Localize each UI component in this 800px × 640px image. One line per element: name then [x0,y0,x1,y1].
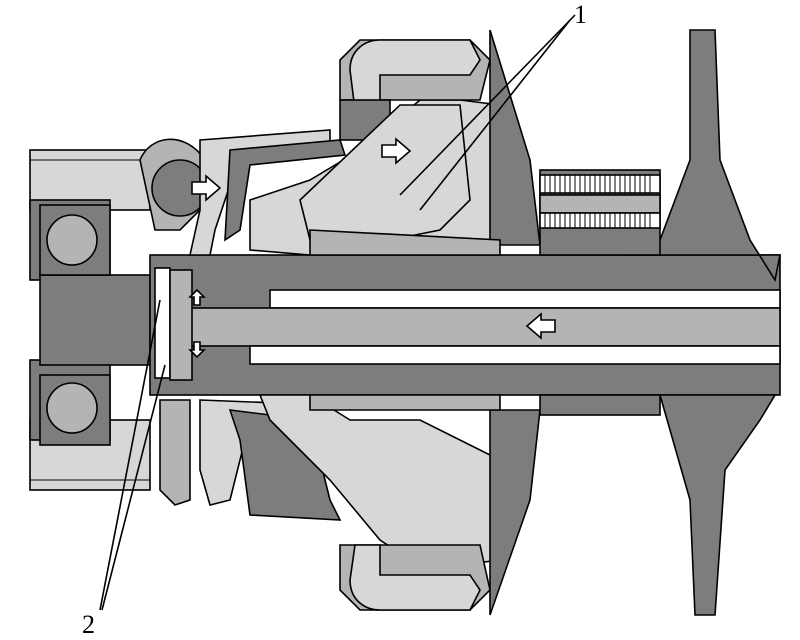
leader-lines [99,14,576,611]
arrow-up-icon [188,288,206,306]
lower-housing [159,394,541,616]
arrow-right-icon [191,174,222,202]
upper-housing [139,29,542,256]
callout-label-1: 1 [574,0,587,29]
arrow-down-icon [188,341,206,359]
callout-label-2: 2 [82,610,95,639]
flow-arrows [188,137,556,359]
right-disc [539,29,781,616]
arrow-right-icon [381,137,412,165]
upper-bearing [39,204,111,276]
central-shaft [149,254,781,396]
arrow-left-icon [525,312,556,340]
lower-bearing [39,374,111,446]
